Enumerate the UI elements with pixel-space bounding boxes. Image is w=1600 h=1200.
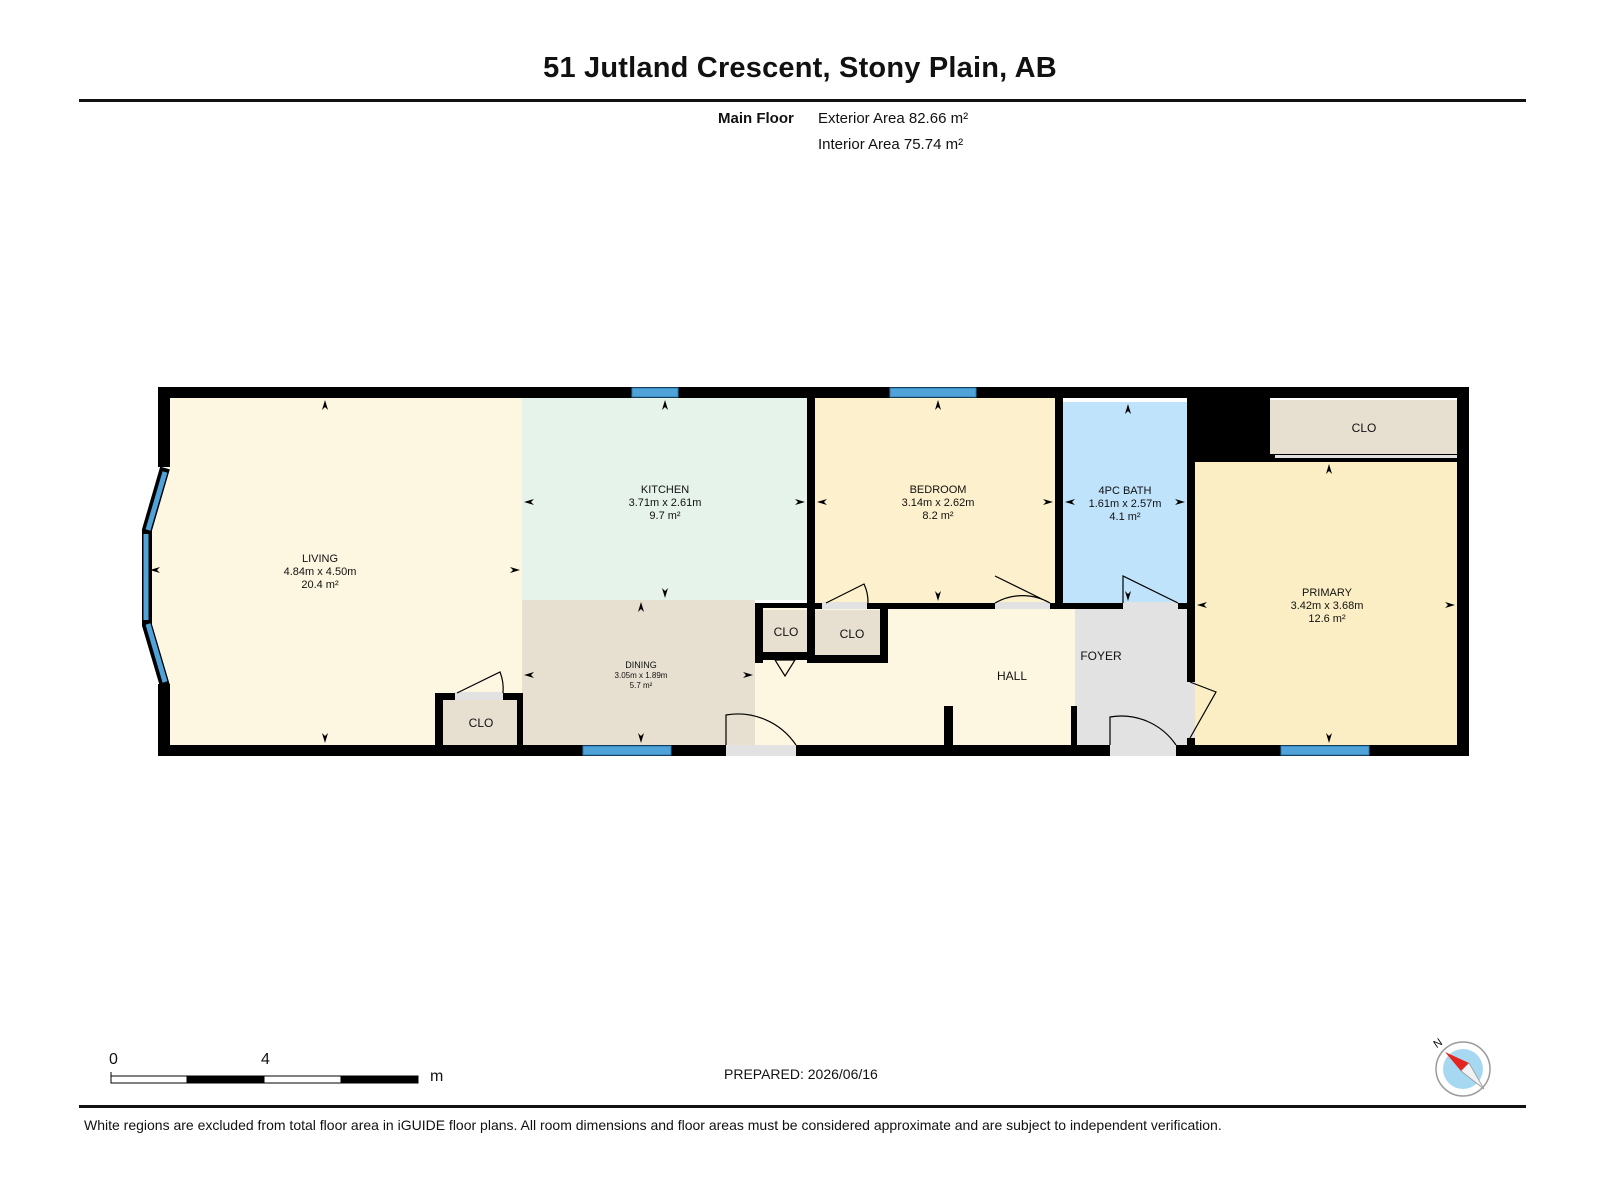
kitchen-fill — [522, 398, 807, 600]
clo-primary-name: CLO — [1352, 421, 1377, 435]
page-title: 51 Jutland Crescent, Stony Plain, AB — [543, 52, 1057, 84]
bedroom-name: BEDROOM — [910, 484, 967, 496]
footer-divider — [79, 1105, 1526, 1108]
windows — [582, 387, 1370, 756]
kitchen-dims: 3.71m x 2.61m — [629, 497, 702, 509]
primary-area: 12.6 m² — [1308, 613, 1346, 625]
clo-living-fill — [443, 700, 517, 745]
walls — [158, 387, 1469, 756]
kitchen-area: 9.7 m² — [649, 510, 681, 522]
bath-dims: 1.61m x 2.57m — [1089, 498, 1162, 510]
bath-area: 4.1 m² — [1109, 511, 1141, 523]
room-fills — [152, 398, 1457, 745]
scale-bar — [110, 1072, 419, 1084]
bedroom-fill — [815, 398, 1055, 603]
clo-bedroom-fill — [815, 610, 888, 662]
bath-fill — [1063, 402, 1187, 603]
kitchen-name: KITCHEN — [641, 484, 689, 496]
foyer-fill — [1075, 603, 1187, 745]
compass-letter: N — [1431, 1036, 1444, 1050]
dining-fill — [522, 600, 755, 745]
bedroom-area: 8.2 m² — [922, 510, 954, 522]
hall-name: HALL — [997, 669, 1027, 683]
living-dims: 4.84m x 4.50m — [284, 566, 357, 578]
dining-area: 5.7 m² — [630, 681, 653, 690]
clo-small-fill — [763, 610, 807, 652]
bay-window-glass — [143, 471, 168, 683]
scale-label-2: 4 — [261, 1051, 270, 1068]
compass-icon: N — [1431, 1036, 1491, 1097]
primary-fill — [1195, 462, 1457, 745]
bedroom-dims: 3.14m x 2.62m — [902, 497, 975, 509]
bath-name: 4PC BATH — [1099, 485, 1152, 497]
interior-area: Interior Area 75.74 m² — [818, 136, 964, 153]
dining-name: DINING — [625, 660, 657, 670]
scale-label-0: 0 — [109, 1051, 118, 1068]
foyer-name: FOYER — [1080, 649, 1122, 663]
dining-dims: 3.05m x 1.89m — [615, 671, 668, 680]
clo-bedroom-name: CLO — [840, 627, 865, 641]
disclaimer: White regions are excluded from total fl… — [84, 1117, 1222, 1133]
title-divider — [79, 99, 1526, 102]
living-area: 20.4 m² — [301, 579, 339, 591]
dimension-arrows — [150, 400, 1455, 743]
floor-label: Main Floor — [718, 110, 794, 127]
scale-unit: m — [430, 1068, 444, 1085]
doors — [455, 455, 1457, 756]
clo-primary-fill — [1270, 400, 1457, 454]
prepared-date: PREPARED: 2026/06/16 — [724, 1066, 878, 1082]
living-name: LIVING — [302, 553, 338, 565]
primary-dims: 3.42m x 3.68m — [1291, 600, 1364, 612]
clo-living-name: CLO — [469, 716, 494, 730]
clo-small-name: CLO — [774, 625, 799, 639]
living-fill — [152, 398, 522, 745]
exterior-area: Exterior Area 82.66 m² — [818, 110, 969, 127]
primary-name: PRIMARY — [1302, 587, 1353, 599]
